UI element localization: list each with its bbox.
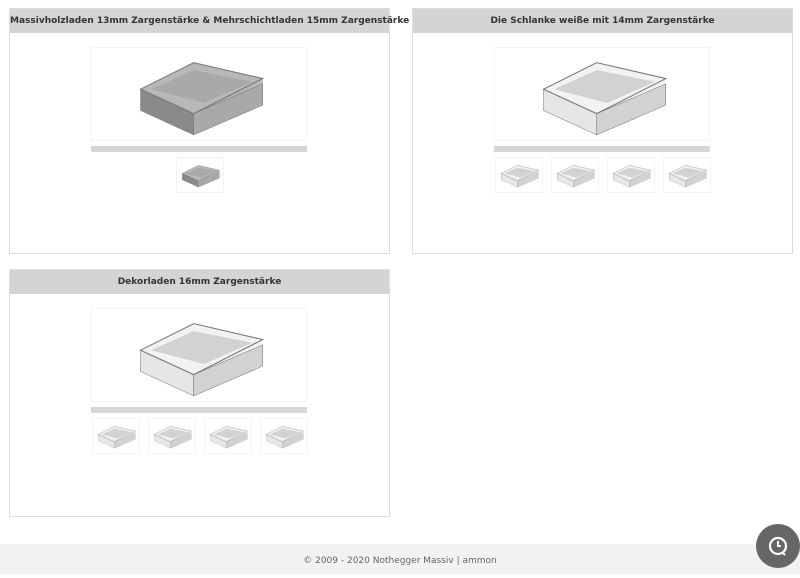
main-product-image[interactable]: [494, 47, 710, 141]
drawer-icon: [612, 165, 651, 188]
drawer-icon: [500, 165, 539, 188]
thumbnail-strip: [10, 418, 389, 454]
drawer-icon: [668, 165, 707, 188]
thumbnail-strip: [413, 157, 792, 193]
drawer-icon: [265, 426, 304, 449]
product-thumbnail[interactable]: [662, 157, 711, 193]
chat-clock-icon: [768, 536, 788, 556]
image-slider-bar[interactable]: [91, 407, 307, 413]
drawer-icon: [556, 165, 595, 188]
product-thumbnail[interactable]: [494, 157, 543, 193]
footer: © 2009 - 2020 Nothegger Massiv | ammon: [0, 544, 800, 574]
drawer-icon: [153, 426, 192, 449]
drawer-icon: [97, 426, 136, 449]
panel-title: Massivholzladen 13mm Zargenstärke & Mehr…: [10, 9, 409, 33]
product-thumbnail[interactable]: [259, 418, 308, 454]
product-thumbnail[interactable]: [175, 157, 224, 193]
main-product-image[interactable]: [91, 308, 307, 402]
main-product-image[interactable]: [91, 47, 307, 141]
chat-button[interactable]: [756, 524, 800, 568]
product-thumbnail[interactable]: [147, 418, 196, 454]
product-thumbnail[interactable]: [91, 418, 140, 454]
drawer-icon: [209, 426, 248, 449]
panel-title: Die Schlanke weiße mit 14mm Zargenstärke: [413, 9, 792, 33]
image-slider-bar[interactable]: [494, 146, 710, 152]
category-panel-dekorladen: Dekorladen 16mm Zargenstärke: [9, 269, 390, 517]
copyright-text: © 2009 - 2020 Nothegger Massiv | ammon: [303, 556, 497, 566]
product-thumbnail[interactable]: [550, 157, 599, 193]
drawer-icon: [542, 61, 668, 135]
category-panel-die-schlanke: Die Schlanke weiße mit 14mm Zargenstärke: [412, 8, 793, 254]
product-thumbnail[interactable]: [203, 418, 252, 454]
panel-title: Dekorladen 16mm Zargenstärke: [10, 270, 389, 294]
image-slider-bar[interactable]: [91, 146, 307, 152]
drawer-icon: [181, 165, 220, 188]
category-panel-massivholzladen: Massivholzladen 13mm Zargenstärke & Mehr…: [9, 8, 409, 254]
drawer-icon: [139, 61, 265, 135]
thumbnail-strip: [10, 157, 389, 193]
drawer-icon: [139, 322, 265, 396]
product-thumbnail[interactable]: [606, 157, 655, 193]
